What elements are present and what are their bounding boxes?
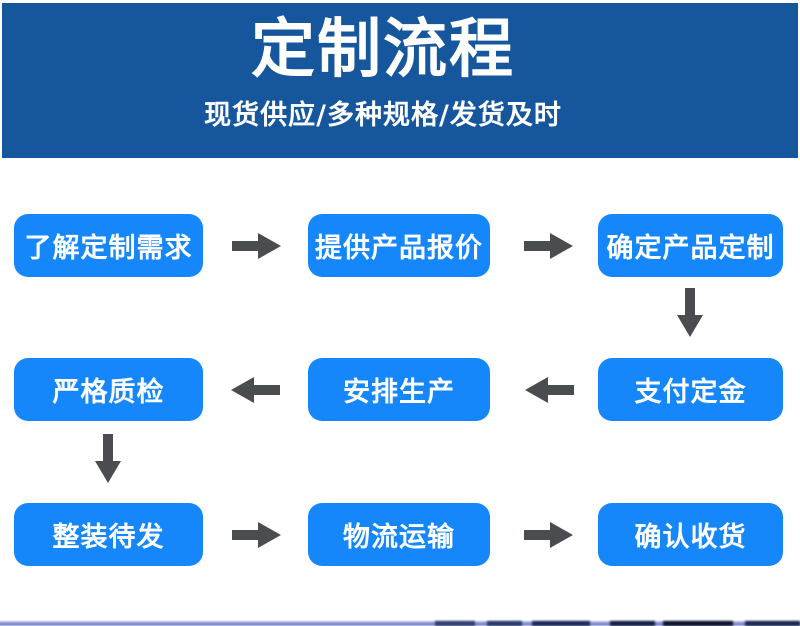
flow-step-quality-inspection: 严格质检 — [14, 358, 203, 421]
flow-step-label: 支付定金 — [634, 377, 747, 408]
arrow-down-icon — [677, 288, 703, 337]
flow-step-label: 安排生产 — [343, 377, 455, 408]
flow-step-label: 提供产品报价 — [315, 233, 483, 264]
bottom-strip-patch — [610, 621, 655, 626]
flow-step-label: 严格质检 — [52, 377, 165, 408]
arrow-right-icon — [524, 233, 573, 259]
page-title: 定制流程 — [251, 13, 515, 87]
flow-step-label: 确认收货 — [634, 522, 747, 553]
flow-step-label: 确定产品定制 — [606, 233, 775, 264]
flow-step-logistics-transport: 物流运输 — [308, 503, 490, 566]
arrow-right-icon — [232, 233, 281, 259]
flow-step-arrange-production: 安排生产 — [308, 358, 490, 421]
bottom-strip-patch — [663, 621, 733, 626]
flow-step-provide-quote: 提供产品报价 — [308, 214, 490, 277]
arrow-left-icon — [231, 377, 280, 403]
flow-step-label: 物流运输 — [343, 522, 455, 553]
bottom-strip-patch — [487, 621, 522, 626]
flow-step-ready-to-ship: 整装待发 — [14, 503, 203, 566]
bottom-cutoff-strip — [0, 620, 800, 626]
page-subtitle: 现货供应/多种规格/发货及时 — [204, 100, 562, 131]
arrow-left-icon — [525, 377, 574, 403]
bottom-strip-patch — [435, 621, 475, 626]
flow-step-understand-needs: 了解定制需求 — [14, 214, 203, 277]
bottom-strip-patch — [532, 621, 590, 626]
flow-step-pay-deposit: 支付定金 — [598, 358, 783, 421]
flow-step-label: 了解定制需求 — [24, 233, 193, 264]
arrow-down-icon — [95, 434, 121, 483]
flow-step-label: 整装待发 — [52, 522, 165, 553]
bottom-strip-patch — [745, 621, 800, 626]
arrow-right-icon — [232, 522, 281, 548]
arrow-right-icon — [524, 522, 573, 548]
flow-step-confirm-receipt: 确认收货 — [598, 503, 783, 566]
header-banner: 定制流程 现货供应/多种规格/发货及时 — [2, 3, 798, 158]
flow-step-confirm-customization: 确定产品定制 — [598, 214, 783, 277]
